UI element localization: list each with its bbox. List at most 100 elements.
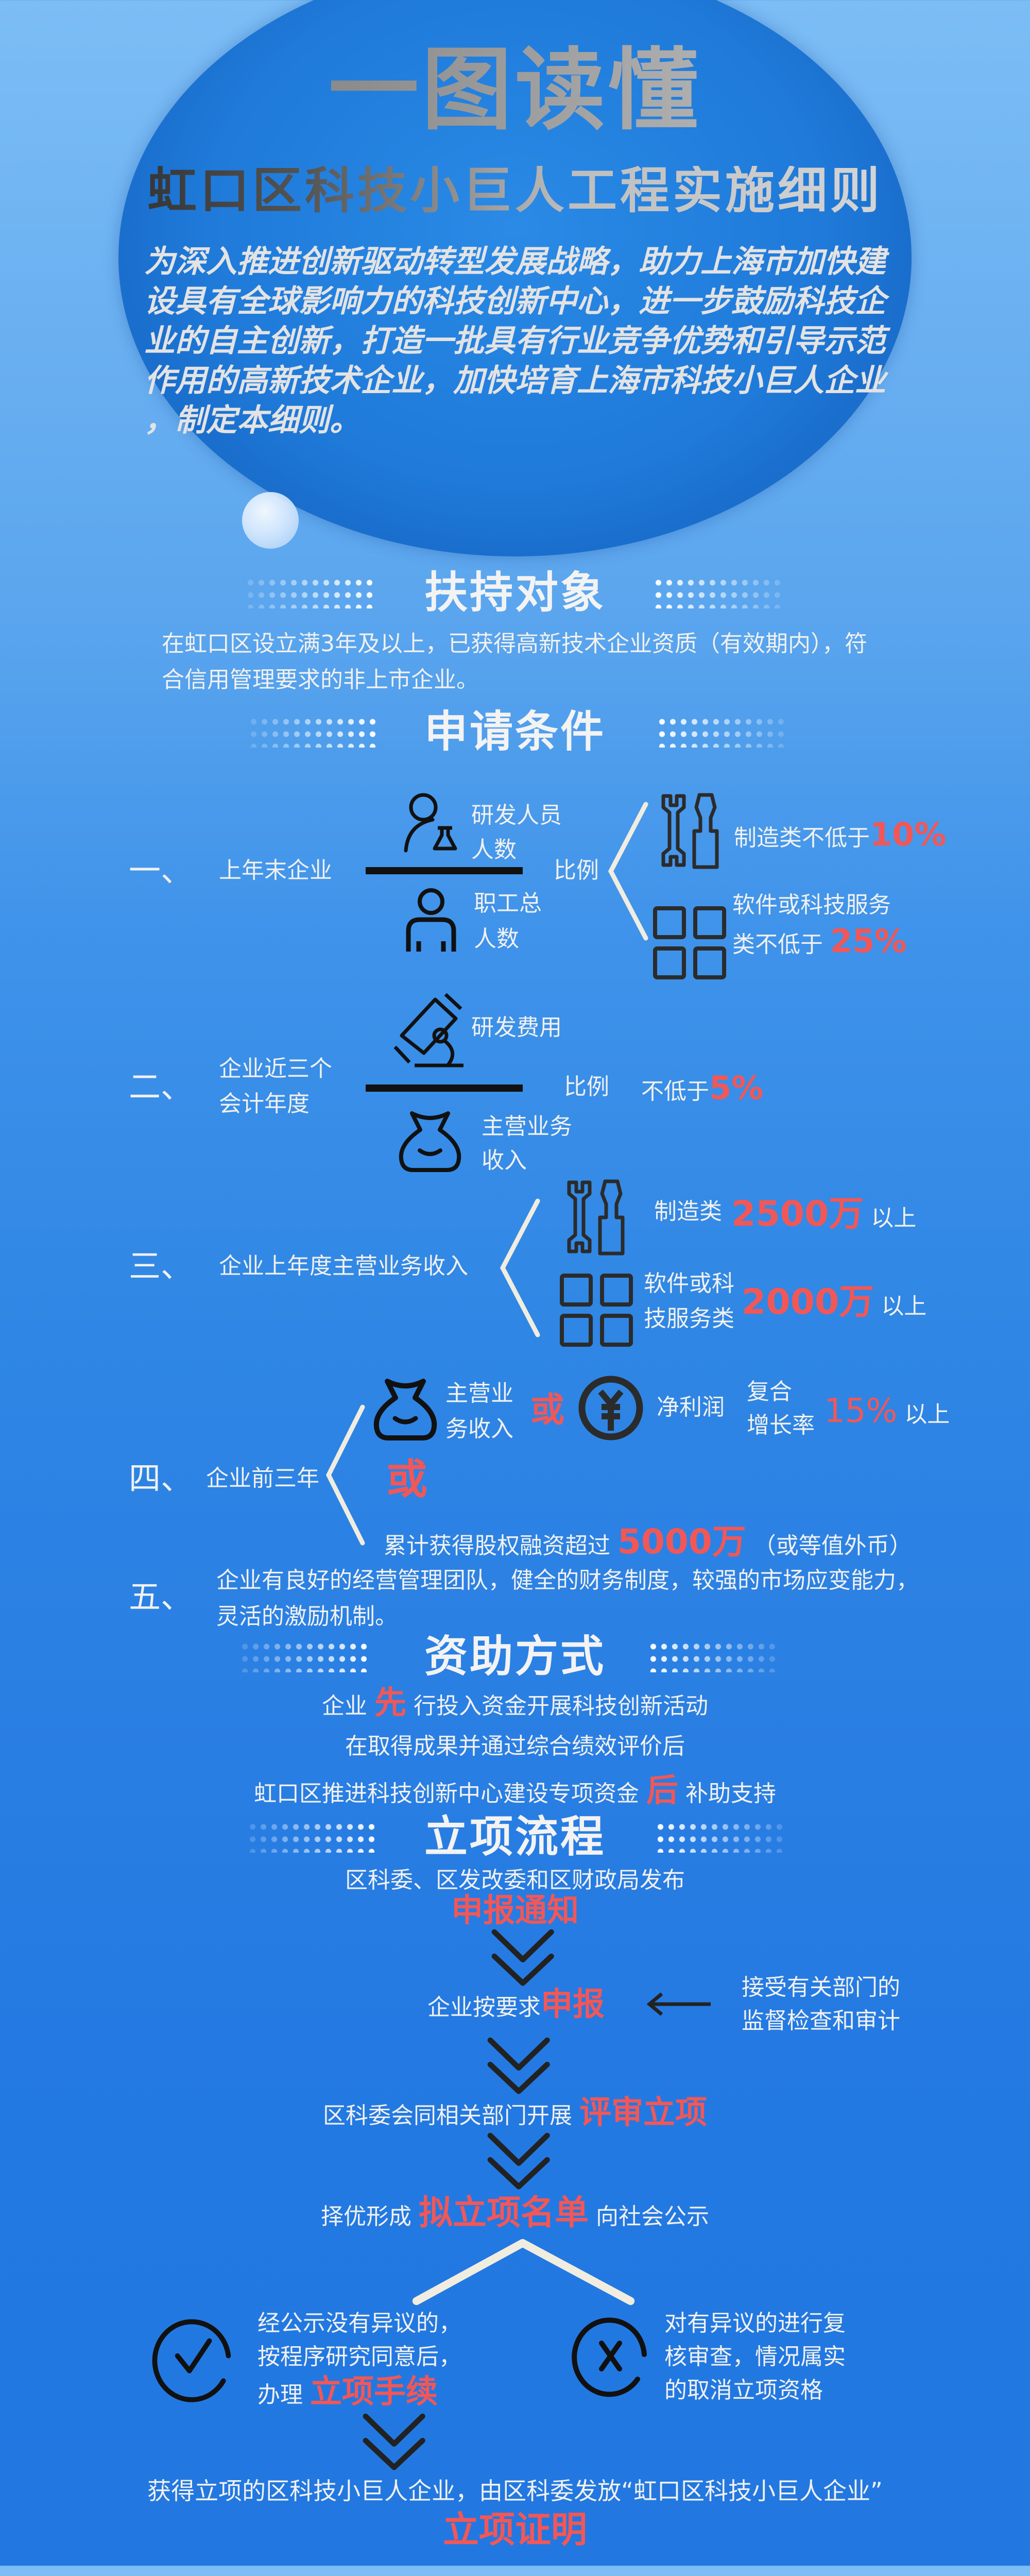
denominator-text: 主营业务 bbox=[482, 1113, 572, 1140]
denominator-text: 职工总 bbox=[474, 890, 542, 917]
growth-suffix: 以上 bbox=[904, 1401, 950, 1428]
or-label-large: 或 bbox=[386, 1455, 427, 1503]
step-text: 企业按要求 bbox=[427, 1994, 541, 2021]
condition-label: 上年末企业 bbox=[219, 857, 332, 884]
employee-icon bbox=[406, 888, 456, 952]
manufacturing-value: 10% bbox=[870, 816, 947, 853]
numerator-text: 研发费用 bbox=[471, 1014, 562, 1041]
manufacturing-value: 2500万 bbox=[731, 1194, 864, 1234]
intro-line: 为深入推进创新驱动转型发展战略，助力上海市加快建 bbox=[144, 244, 886, 280]
software-suffix: 以上 bbox=[881, 1293, 927, 1319]
bracket-icon bbox=[608, 802, 648, 941]
funding-text: 虹口区推进科技创新中心建设专项资金 bbox=[253, 1781, 646, 1807]
chevron-down-icon bbox=[487, 2132, 550, 2190]
numerator-text: 人数 bbox=[471, 837, 517, 863]
software-value: 2000万 bbox=[742, 1282, 874, 1323]
money-bag-icon bbox=[399, 1111, 461, 1172]
microscope-icon bbox=[393, 993, 464, 1067]
page-title: 一图读懂 bbox=[0, 45, 1030, 135]
funding-line-2: 在取得成果并通过综合绩效评价后 bbox=[345, 1733, 685, 1759]
requirement-value: 5% bbox=[709, 1069, 764, 1107]
dots-decoration bbox=[245, 577, 376, 608]
funding-text: 企业 bbox=[321, 1693, 374, 1719]
funding-highlight: 先 bbox=[374, 1684, 406, 1721]
side-note: 监督检查和审计 bbox=[742, 2008, 900, 2034]
dots-decoration bbox=[239, 1640, 371, 1672]
software-value: 25% bbox=[830, 922, 907, 960]
section-heading-process: 立项流程 bbox=[424, 1811, 606, 1862]
condition-label: 企业近三个 bbox=[219, 1056, 332, 1082]
financing-text: 累计获得股权融资超过 bbox=[384, 1533, 610, 1559]
reject-text: 核审查，情况属实 bbox=[664, 2344, 846, 2370]
tools-icon bbox=[567, 1179, 625, 1256]
approve-text: 按程序研究同意后， bbox=[258, 2344, 461, 2370]
financing-line: 累计获得股权融资超过 5000万 （或等值外币） bbox=[384, 1525, 912, 1559]
software-label: 类不低于 bbox=[732, 931, 823, 958]
dots-decoration bbox=[248, 716, 380, 748]
funding-text: 行投入资金开展科技创新活动 bbox=[406, 1693, 708, 1719]
intro-paragraph: 为深入推进创新驱动转型发展战略，助力上海市加快建 设具有全球影响力的科技创新中心… bbox=[144, 242, 906, 440]
financing-note: （或等值外币） bbox=[753, 1533, 912, 1559]
step-text: 向社会公示 bbox=[589, 2204, 709, 2230]
denominator-text: 人数 bbox=[474, 926, 519, 952]
step-highlight: 申报 bbox=[541, 1985, 605, 2023]
or-label: 或 bbox=[530, 1390, 564, 1430]
bracket-icon bbox=[325, 1404, 365, 1546]
step-1-highlight: 申报通知 bbox=[451, 1891, 579, 1929]
growth-value-line: 15% 以上 bbox=[824, 1395, 950, 1428]
ratio-label: 比例 bbox=[564, 1074, 609, 1100]
denominator-text: 收入 bbox=[482, 1147, 527, 1174]
revenue-label: 务收入 bbox=[445, 1416, 513, 1442]
condition-number: 四、 bbox=[129, 1460, 193, 1497]
manufacturing-text: 制造类不低于10% bbox=[734, 819, 946, 851]
funding-highlight: 后 bbox=[646, 1771, 678, 1809]
support-target-text: 在虹口区设立满3年及以上，已获得高新技术企业资质（有效期内），符 bbox=[162, 631, 867, 657]
branch-caret-icon bbox=[412, 2239, 635, 2306]
final-highlight: 立项证明 bbox=[443, 2509, 587, 2551]
intro-line: ，制定本细则。 bbox=[144, 402, 360, 438]
approve-label: 办理 bbox=[258, 2382, 310, 2408]
step-highlight: 评审立项 bbox=[579, 2093, 707, 2131]
intro-line: 设具有全球影响力的科技创新中心，进一步鼓励科技企 bbox=[144, 283, 886, 319]
section-heading-support-target: 扶持对象 bbox=[424, 567, 606, 618]
profit-label: 净利润 bbox=[657, 1394, 725, 1420]
check-circle-icon bbox=[152, 2319, 231, 2402]
financing-value: 5000万 bbox=[617, 1522, 746, 1562]
step-highlight: 拟立项名单 bbox=[419, 2193, 589, 2232]
dots-decoration bbox=[648, 1640, 779, 1672]
step-text: 区科委会同相关部门开展 bbox=[322, 2103, 579, 2129]
manufacturing-value-line: 2500万 以上 bbox=[731, 1197, 916, 1232]
ratio-requirement: 不低于5% bbox=[641, 1072, 763, 1104]
funding-line-3: 虹口区推进科技创新中心建设专项资金 后 补助支持 bbox=[0, 1774, 1030, 1806]
approve-highlight: 立项手续 bbox=[310, 2372, 438, 2410]
hero-circle bbox=[118, 0, 912, 556]
grid-icon bbox=[653, 906, 726, 979]
condition-number: 五、 bbox=[129, 1578, 193, 1616]
condition-text: 企业有良好的经营管理团队，健全的财务制度，较强的市场应变能力， bbox=[216, 1567, 919, 1594]
numerator-text: 研发人员 bbox=[471, 802, 562, 828]
condition-number: 一、 bbox=[129, 852, 193, 889]
fraction-line bbox=[366, 1084, 523, 1092]
decorative-bubble bbox=[242, 492, 299, 549]
growth-label: 增长率 bbox=[747, 1412, 815, 1438]
dots-decoration bbox=[653, 577, 784, 608]
step-2-text: 企业按要求申报 bbox=[427, 1988, 605, 2020]
approve-text: 经公示没有异议的， bbox=[258, 2310, 461, 2336]
researcher-icon bbox=[404, 793, 457, 853]
manufacturing-label: 制造类不低于 bbox=[734, 825, 870, 851]
condition-label: 企业上年度主营业务收入 bbox=[219, 1253, 468, 1279]
software-label: 软件或科 bbox=[644, 1270, 734, 1297]
revenue-label: 主营业 bbox=[445, 1380, 513, 1406]
dots-decoration bbox=[247, 1821, 379, 1853]
section-heading-funding: 资助方式 bbox=[424, 1631, 606, 1682]
step-3-text: 区科委会同相关部门开展 评审立项 bbox=[0, 2096, 1030, 2128]
dots-decoration bbox=[655, 1821, 786, 1853]
condition-label: 企业前三年 bbox=[206, 1465, 319, 1492]
intro-line: 业的自主创新，打造一批具有行业竞争优势和引导示范 bbox=[144, 323, 886, 359]
fraction-line bbox=[366, 867, 523, 874]
manufacturing-suffix: 以上 bbox=[871, 1205, 917, 1231]
section-heading-conditions: 申请条件 bbox=[424, 706, 606, 757]
bracket-icon bbox=[500, 1198, 540, 1337]
side-note: 接受有关部门的 bbox=[742, 1974, 900, 2001]
final-text: 获得立项的区科技小巨人企业，由区科委发放“虹口区科技小巨人企业” bbox=[147, 2477, 883, 2505]
